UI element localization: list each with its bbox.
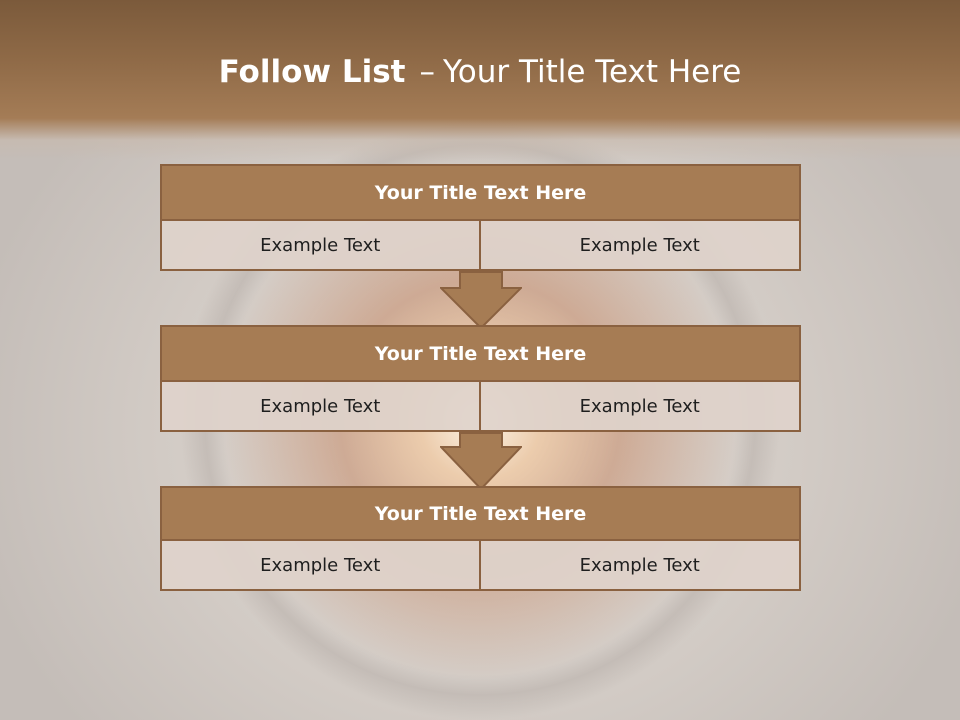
block-row: Example Text Example Text (160, 382, 801, 432)
block-cell: Example Text (160, 541, 481, 591)
block-cell: Example Text (160, 382, 481, 432)
slide-title-rest: Your Title Text Here (442, 54, 742, 90)
flow-block-1: Your Title Text Here Example Text Exampl… (160, 164, 801, 271)
block-cell: Example Text (480, 221, 801, 271)
block-cell: Example Text (160, 221, 481, 271)
slide-title-bold: Follow List (218, 54, 406, 90)
flow-block-3: Your Title Text Here Example Text Exampl… (160, 486, 801, 591)
flow-block-2: Your Title Text Here Example Text Exampl… (160, 325, 801, 432)
block-cell: Example Text (480, 541, 801, 591)
slide-title: Follow List–Your Title Text Here (0, 54, 960, 90)
slide-title-separator: – (419, 54, 435, 90)
title-band (0, 0, 960, 160)
block-row: Example Text Example Text (160, 541, 801, 591)
block-cell: Example Text (480, 382, 801, 432)
down-arrow-icon (440, 432, 522, 490)
block-row: Example Text Example Text (160, 221, 801, 271)
block-title: Your Title Text Here (160, 486, 801, 541)
block-title: Your Title Text Here (160, 164, 801, 221)
block-title: Your Title Text Here (160, 325, 801, 382)
down-arrow-icon (440, 271, 522, 329)
